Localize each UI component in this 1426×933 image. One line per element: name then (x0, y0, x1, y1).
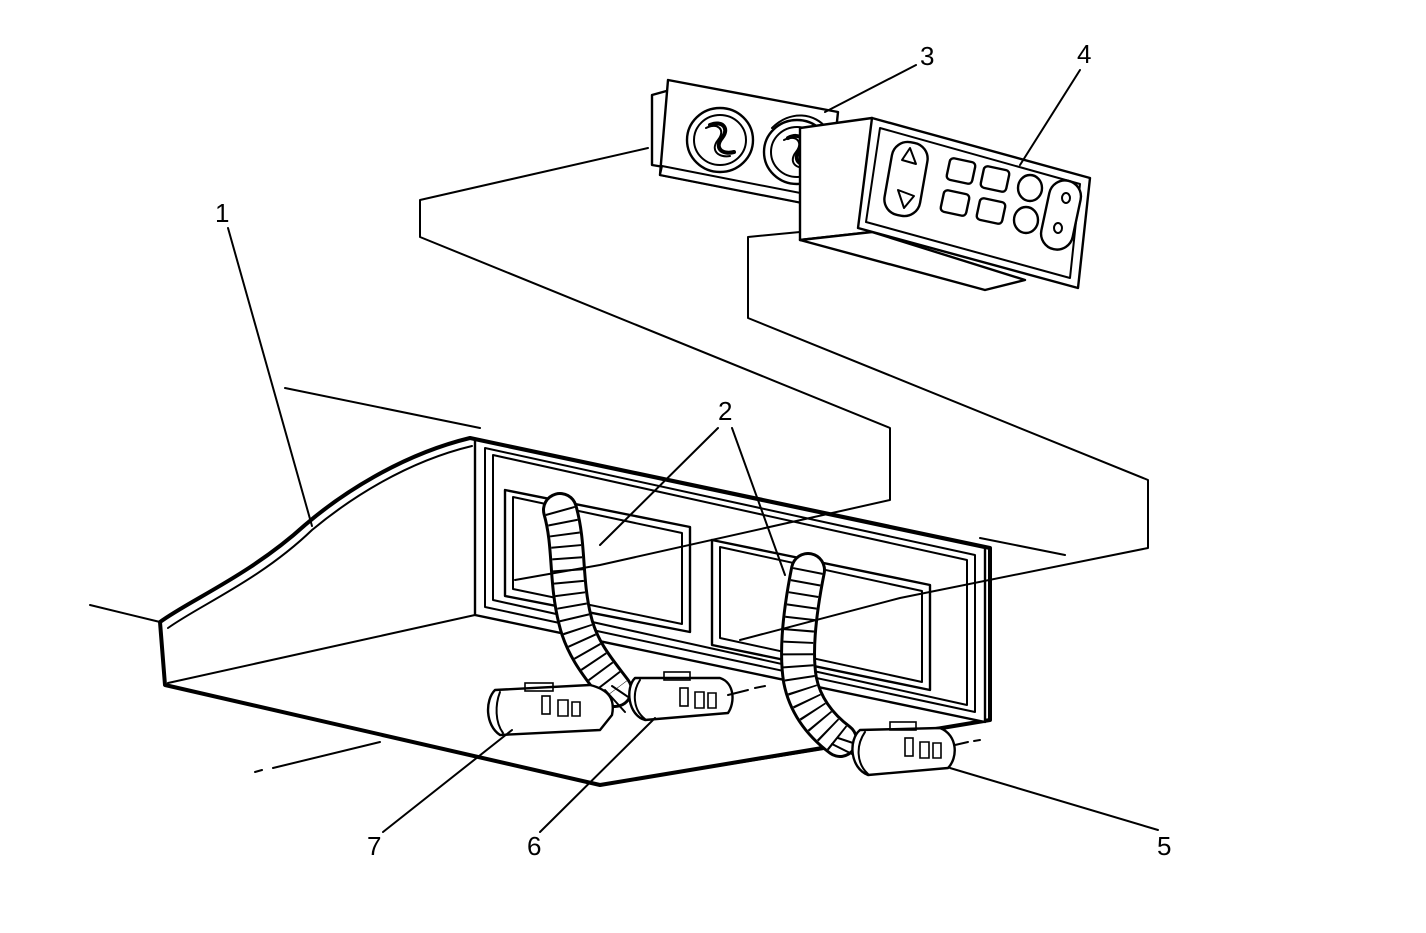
callout-4: 4 (1077, 39, 1091, 69)
leader-lines (227, 64, 1159, 833)
connector-7 (486, 682, 614, 737)
alignment-lines (419, 147, 1149, 641)
heated-seat-switch (650, 78, 840, 210)
callout-5: 5 (1157, 831, 1171, 861)
callout-1: 1 (215, 198, 229, 228)
callout-7: 7 (367, 831, 381, 861)
seat-memory-switch (798, 116, 1092, 292)
callout-3: 3 (920, 41, 934, 71)
callout-2: 2 (718, 396, 732, 426)
callout-6: 6 (527, 831, 541, 861)
connector-6 (628, 671, 766, 722)
connector-5 (851, 721, 981, 777)
